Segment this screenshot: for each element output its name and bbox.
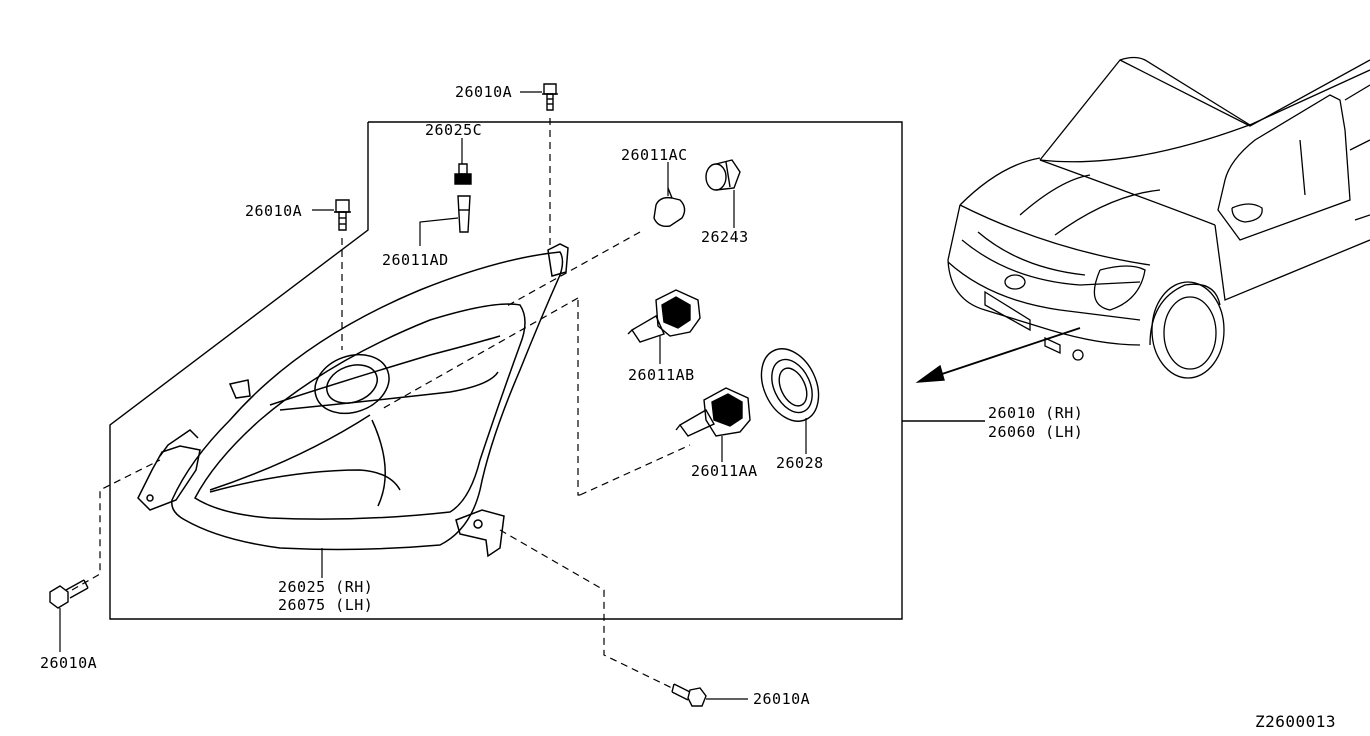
leader-lines xyxy=(60,92,806,699)
label-bolt-left-bottom: 26010A xyxy=(40,654,98,672)
label-housing-rh: 26025 (RH) xyxy=(278,578,374,596)
label-assembly-rh: 26010 (RH) xyxy=(988,404,1084,422)
location-arrow xyxy=(918,328,1080,382)
label-assembly-lh: 26060 (LH) xyxy=(988,423,1084,441)
label-bulb-26011aa: 26011AA xyxy=(691,462,758,480)
label-housing-lh: 26075 (LH) xyxy=(278,596,374,614)
bulb-26011aa-icon xyxy=(676,388,750,436)
headlamp-housing xyxy=(138,244,568,556)
label-socket-26025c: 26025C xyxy=(425,121,483,139)
socket-26025c-icon xyxy=(455,164,471,184)
label-bulb-26011ac: 26011AC xyxy=(621,146,688,164)
label-socket-26243: 26243 xyxy=(701,228,749,246)
bulb-26011ad-icon xyxy=(458,196,470,232)
label-bulb-26011ab: 26011AB xyxy=(628,366,695,384)
diagram-id: Z2600013 xyxy=(1255,712,1337,731)
bulb-26011ab-icon xyxy=(628,290,700,342)
label-bulb-26011ad: 26011AD xyxy=(382,251,449,269)
label-bolt-left-top: 26010A xyxy=(245,202,303,220)
car-illustration xyxy=(948,58,1370,379)
dashed-lines xyxy=(72,118,690,688)
assembly-frame xyxy=(110,122,902,619)
label-bolt-top: 26010A xyxy=(455,83,513,101)
bulb-26011ac-icon xyxy=(654,188,685,226)
bolt-top-icon xyxy=(542,84,558,110)
bolt-bottom-right-icon xyxy=(672,684,706,706)
label-cap-26028: 26028 xyxy=(776,454,824,472)
bolt-left-top-icon xyxy=(334,200,351,230)
bolt-left-bottom-icon xyxy=(50,580,88,608)
socket-26243-icon xyxy=(706,160,740,190)
label-bolt-bottom-right: 26010A xyxy=(753,690,811,708)
cap-26028-icon xyxy=(750,340,829,431)
